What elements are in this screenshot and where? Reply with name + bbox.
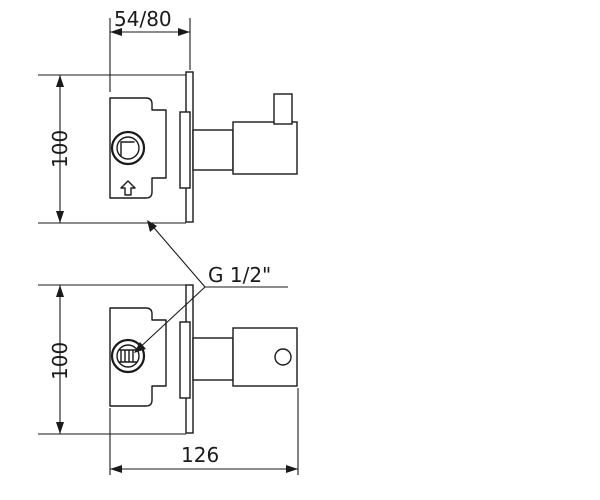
- upper-flange: [179, 111, 191, 189]
- lower-port-outer: [110, 338, 146, 374]
- lower-stem: [192, 337, 234, 381]
- lower-valve: [109, 284, 298, 434]
- lower-port-grille: [118, 349, 138, 363]
- dimension-lower-height-label: 100: [48, 342, 72, 380]
- thread-callout-label: G 1/2": [208, 263, 271, 287]
- upper-port-inner: [116, 136, 140, 160]
- dimension-top-width-label: 54/80: [114, 7, 172, 31]
- upper-stem: [192, 129, 234, 171]
- upper-valve-body: [109, 97, 167, 199]
- dimension-bottom-width: 126: [109, 388, 299, 475]
- flow-up-arrow-icon: [120, 180, 136, 196]
- lower-port-inner: [116, 344, 140, 368]
- lower-handle-body: [232, 327, 298, 387]
- dimension-upper-height-label: 100: [48, 130, 72, 168]
- upper-lever: [273, 93, 293, 125]
- lower-handle-knob: [274, 348, 292, 366]
- dimension-upper-height: 100: [38, 74, 186, 224]
- lower-flange: [179, 321, 191, 399]
- dimension-lower-height: 100: [38, 284, 186, 435]
- dimension-top-width: 54/80: [109, 7, 191, 92]
- upper-port-outer: [110, 130, 146, 166]
- dimension-bottom-width-label: 126: [181, 443, 219, 467]
- lower-valve-body: [109, 307, 167, 407]
- upper-valve: [109, 71, 298, 223]
- upper-handle-body: [232, 121, 298, 175]
- thread-callout: G 1/2": [134, 220, 288, 353]
